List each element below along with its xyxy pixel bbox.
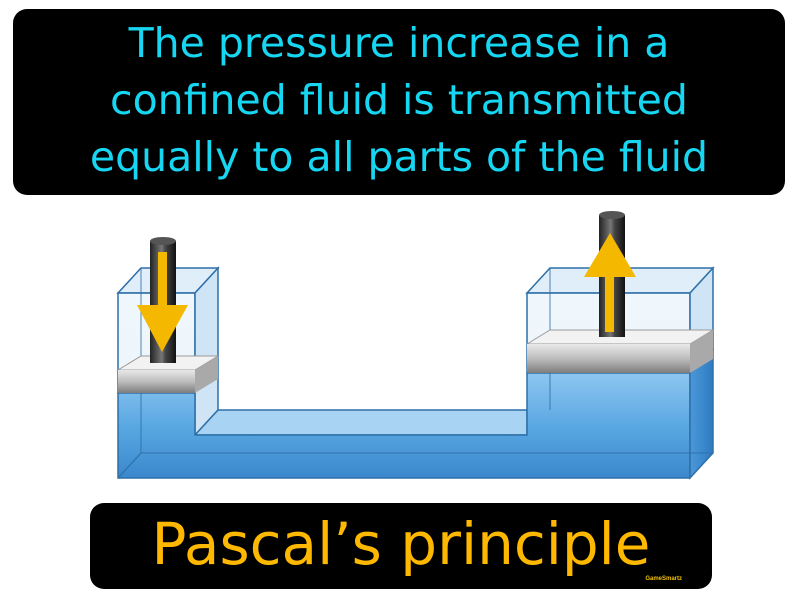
arrow-down-icon bbox=[137, 252, 188, 352]
hydraulic-press-diagram bbox=[116, 211, 715, 480]
definition-line-3: equally to all parts of the fluid bbox=[89, 133, 709, 181]
definition-line-2: confined fluid is transmitted bbox=[110, 76, 688, 124]
term-title: Pascal’s principle bbox=[151, 510, 651, 578]
term-box: Pascal’s principle GameSmartz bbox=[90, 503, 712, 589]
brand-logo: GameSmartz bbox=[645, 576, 682, 582]
fluid bbox=[117, 268, 714, 480]
definition-line-1: The pressure increase in a bbox=[128, 19, 670, 67]
definition-box: The pressure increase in a confined flui… bbox=[13, 9, 785, 195]
arrow-up-icon bbox=[584, 233, 636, 332]
